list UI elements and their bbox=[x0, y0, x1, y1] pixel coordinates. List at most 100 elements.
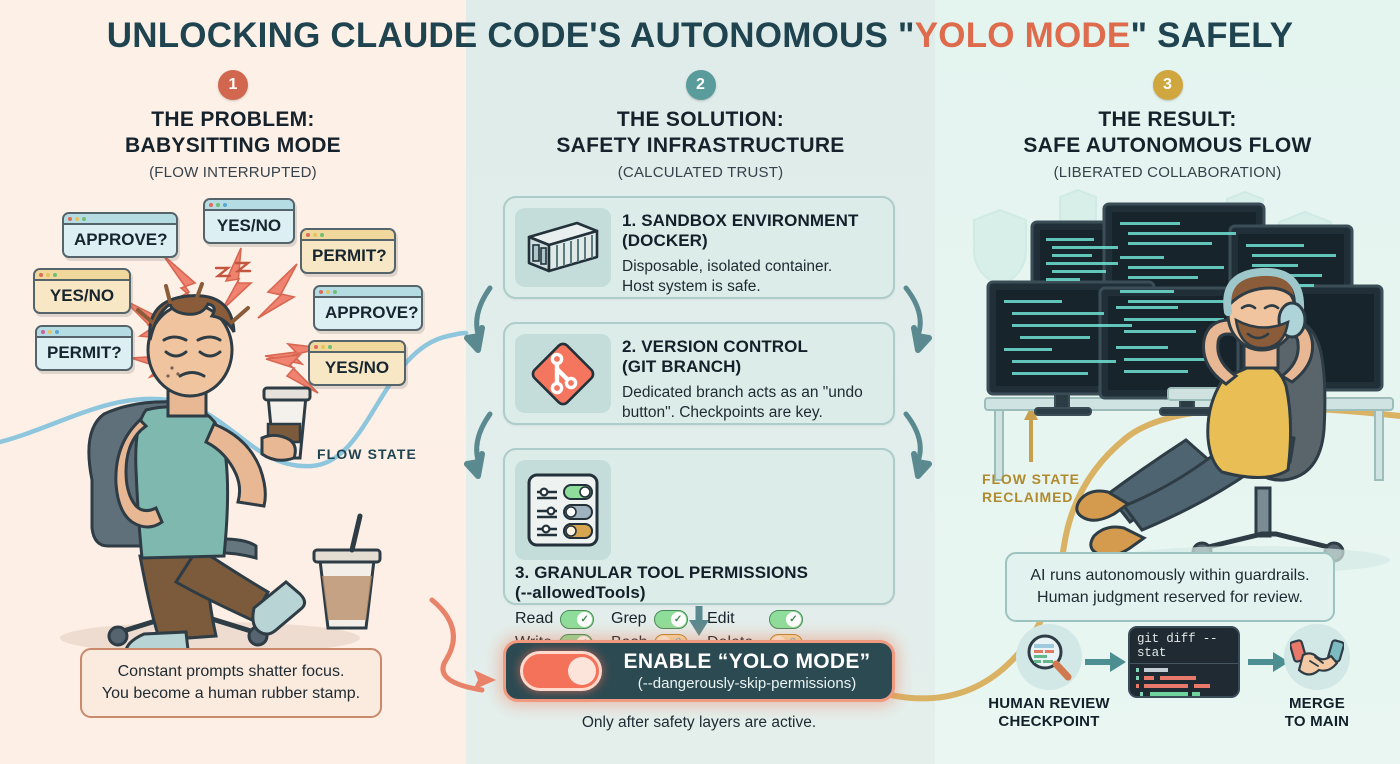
column-2-title-line1: THE SOLUTION: bbox=[616, 108, 785, 131]
permission-read-label: Read bbox=[515, 610, 554, 628]
problem-caption-line1: Constant prompts shatter focus. bbox=[117, 663, 345, 680]
workflow-1-label: HUMAN REVIEW CHECKPOINT bbox=[975, 695, 1123, 732]
git-diff-terminal-icon[interactable]: git diff --stat bbox=[1128, 626, 1240, 698]
dialog-dot-pink bbox=[41, 329, 45, 334]
dialog-titlebar bbox=[302, 230, 394, 241]
flow-reclaimed-line1: FLOW STATE bbox=[982, 471, 1080, 487]
prompt-dialog-approve-1[interactable]: APPROVE? bbox=[62, 212, 178, 258]
column-1-title-line2: BABYSITTING MODE bbox=[125, 134, 341, 157]
dialog-dot-red bbox=[314, 344, 318, 349]
prompt-dialog-permit-1[interactable]: PERMIT? bbox=[35, 325, 133, 371]
flow-state-label: FLOW STATE bbox=[317, 446, 417, 462]
permission-edit-label: Edit bbox=[707, 610, 735, 628]
prompt-dialog-yesno-2[interactable]: YES/NO bbox=[203, 198, 295, 244]
dialog-dot-green bbox=[53, 272, 57, 277]
card-2-title-line2: (GIT BRANCH) bbox=[622, 357, 742, 377]
permission-read[interactable]: Read ✓ bbox=[515, 609, 611, 629]
column-3-title-line1: THE RESULT: bbox=[1098, 108, 1237, 131]
workflow-human-review[interactable]: HUMAN REVIEW CHECKPOINT bbox=[975, 624, 1123, 732]
docker-container-icon bbox=[527, 221, 599, 272]
card-sandbox-environment[interactable]: 1. SANDBOX ENVIRONMENT (DOCKER) Disposab… bbox=[503, 196, 895, 299]
problem-caption-line2: You become a human rubber stamp. bbox=[101, 685, 361, 703]
card-1-desc-line2: Host system is safe. bbox=[622, 277, 761, 295]
enable-yolo-mode-toggle[interactable]: ENABLE “YOLO MODE” (--dangerously-skip-p… bbox=[503, 640, 895, 702]
dialog-titlebar bbox=[64, 214, 176, 225]
yolo-text-wrapper: ENABLE “YOLO MODE” (--dangerously-skip-p… bbox=[616, 650, 878, 692]
card-1-title: 1. SANDBOX ENVIRONMENT (DOCKER) bbox=[622, 211, 883, 252]
card-body: 2. VERSION CONTROL (GIT BRANCH) Dedicate… bbox=[622, 334, 883, 421]
handshake-icon bbox=[1284, 624, 1350, 690]
card-granular-tool-permissions[interactable]: 3. GRANULAR TOOL PERMISSIONS (--allowedT… bbox=[503, 448, 895, 690]
flow-state-reclaimed-label: FLOW STATE RECLAIMED bbox=[982, 470, 1102, 506]
card-body: 1. SANDBOX ENVIRONMENT (DOCKER) Disposab… bbox=[622, 208, 883, 295]
column-1-subtitle: (FLOW INTERRUPTED) bbox=[149, 164, 317, 181]
flow-reclaimed-line2: RECLAIMED bbox=[982, 489, 1074, 506]
yolo-title: ENABLE “YOLO MODE” bbox=[623, 650, 871, 673]
yolo-toggle-switch[interactable] bbox=[520, 651, 602, 691]
card-3-title: 3. GRANULAR TOOL PERMISSIONS (--allowedT… bbox=[515, 563, 883, 604]
dialog-dot-red bbox=[306, 232, 310, 237]
magnifier-icon bbox=[1027, 634, 1072, 681]
permissions-row-1: Read ✓ Grep ✓ Edit ✓ bbox=[515, 609, 883, 629]
permission-grep[interactable]: Grep ✓ bbox=[611, 609, 707, 629]
dialog-text: APPROVE? bbox=[74, 230, 168, 249]
toggle-knob bbox=[568, 657, 596, 685]
workflow-1-label-line1: HUMAN REVIEW bbox=[988, 695, 1110, 712]
dialog-text: YES/NO bbox=[324, 358, 390, 377]
dialog-dot-red bbox=[68, 216, 72, 221]
git-diff-command: git diff --stat bbox=[1130, 628, 1238, 664]
dialog-text: APPROVE? bbox=[325, 303, 419, 322]
card-1-description: Disposable, isolated container. Host sys… bbox=[622, 257, 883, 297]
dialog-dot-yellow bbox=[75, 216, 79, 221]
dialog-dot-red bbox=[39, 272, 43, 277]
column-header-result: 3 THE RESULT: SAFE AUTONOMOUS FLOW (LIBE… bbox=[935, 70, 1400, 181]
prompt-dialog-permit-2[interactable]: PERMIT? bbox=[300, 228, 396, 274]
card-version-control[interactable]: 2. VERSION CONTROL (GIT BRANCH) Dedicate… bbox=[503, 322, 895, 425]
column-3-title-line2: SAFE AUTONOMOUS FLOW bbox=[1023, 134, 1312, 157]
prompt-dialog-yesno-3[interactable]: YES/NO bbox=[308, 340, 406, 386]
card-icon-container bbox=[515, 208, 611, 287]
permission-grep-label: Grep bbox=[611, 610, 647, 628]
dialog-dot-red bbox=[209, 202, 213, 207]
dialog-titlebar bbox=[310, 342, 404, 353]
step-badge-1: 1 bbox=[218, 70, 248, 100]
dialog-dot-green bbox=[333, 289, 337, 294]
dialog-text: PERMIT? bbox=[47, 343, 122, 362]
card-3-title-line2: (--allowedTools) bbox=[515, 583, 646, 603]
permission-edit-toggle[interactable]: ✓ bbox=[769, 609, 803, 629]
result-caption-line1: AI runs autonomously within guardrails. bbox=[1030, 567, 1310, 584]
step-badge-3: 3 bbox=[1152, 70, 1183, 100]
card-1-desc-line1: Disposable, isolated container. bbox=[622, 257, 833, 275]
card-icon-container bbox=[515, 334, 611, 413]
workflow-3-label-line1: MERGE bbox=[1288, 695, 1345, 712]
title-part-2: " SAFELY bbox=[1130, 16, 1294, 55]
dialog-dot-yellow bbox=[48, 329, 52, 334]
card-1-title-line2: (DOCKER) bbox=[622, 231, 708, 251]
dialog-text: YES/NO bbox=[49, 286, 115, 305]
workflow-merge-to-main[interactable]: MERGE TO MAIN bbox=[1252, 624, 1382, 732]
dialog-dot-blue bbox=[55, 329, 59, 334]
diff-lines bbox=[1136, 668, 1210, 696]
column-3-subtitle: (LIBERATED COLLABORATION) bbox=[1053, 164, 1282, 181]
permission-grep-toggle[interactable]: ✓ bbox=[653, 609, 688, 629]
permission-edit[interactable]: Edit ✓ bbox=[707, 609, 803, 629]
result-caption-line2: Human judgment reserved for review. bbox=[1037, 589, 1303, 607]
prompt-dialog-approve-2[interactable]: APPROVE? bbox=[313, 285, 423, 331]
title-part-1: UNLOCKING CLAUDE CODE'S AUTONOMOUS " bbox=[106, 16, 915, 55]
workflow-3-label: MERGE TO MAIN bbox=[1252, 695, 1382, 732]
result-caption: AI runs autonomously within guardrails. … bbox=[1005, 552, 1335, 623]
dialog-dot-yellow bbox=[321, 344, 325, 349]
prompt-dialog-yesno-1[interactable]: YES/NO bbox=[33, 268, 131, 314]
toggle-knob: ✓ bbox=[577, 611, 593, 627]
dialog-dot-green bbox=[216, 202, 220, 207]
page-title: UNLOCKING CLAUDE CODE'S AUTONOMOUS "YOLO… bbox=[0, 16, 1400, 56]
toggle-knob: ✓ bbox=[786, 611, 801, 627]
sliders-permissions-icon bbox=[527, 473, 599, 547]
toggle-knob: ✓ bbox=[670, 611, 686, 627]
yolo-flag: (--dangerously-skip-permissions) bbox=[637, 675, 857, 692]
handshake-glyph bbox=[1290, 639, 1344, 676]
dialog-titlebar bbox=[315, 287, 421, 298]
workflow-1-label-line2: CHECKPOINT bbox=[998, 713, 1100, 731]
permission-read-toggle[interactable]: ✓ bbox=[560, 609, 595, 629]
dialog-titlebar bbox=[205, 200, 293, 211]
